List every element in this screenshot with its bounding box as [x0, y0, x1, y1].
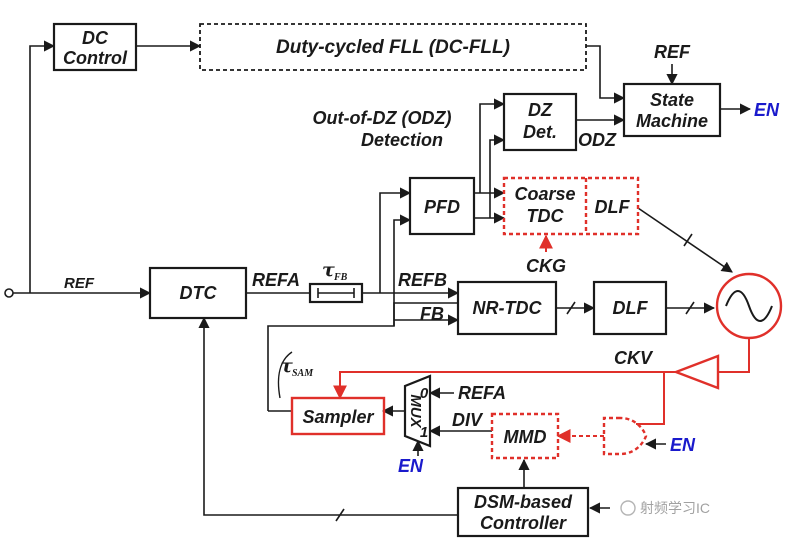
- coarse-tdc-label-1: Coarse: [514, 184, 575, 204]
- pfd-block: PFD: [408, 176, 476, 236]
- ckv-buffer: [672, 354, 720, 390]
- odz-detection-label-1: Out-of-DZ (ODZ): [313, 108, 452, 128]
- ref-input-terminal: [4, 288, 14, 298]
- dlf-bottom-block: DLF: [592, 280, 668, 336]
- dz-det-label-2: Det.: [523, 122, 557, 142]
- nr-tdc-block: NR-TDC: [456, 280, 558, 336]
- dtc-block: DTC: [148, 266, 248, 320]
- coarse-tdc-dlf-block: Coarse TDC DLF: [502, 176, 640, 236]
- mux-input-0: 0: [420, 385, 429, 402]
- tau-fb-subscript: FB: [333, 272, 348, 283]
- dlf-bottom-label: DLF: [613, 298, 649, 318]
- and-gate: [602, 416, 648, 456]
- ckg-label: CKG: [526, 256, 566, 276]
- dc-fll-block: Duty-cycled FLL (DC-FLL): [199, 23, 587, 71]
- state-machine-label-1: State: [650, 90, 694, 110]
- mmd-block: MMD: [490, 412, 560, 460]
- dsm-controller-label-1: DSM-based: [474, 492, 573, 512]
- state-machine-en-label: EN: [754, 100, 780, 120]
- refb-label: REFB: [398, 270, 447, 290]
- odz-detection-label-2: Detection: [361, 130, 443, 150]
- nr-tdc-label: NR-TDC: [473, 298, 543, 318]
- wechat-icon: [620, 500, 636, 516]
- tau-sam-symbol: τ: [280, 355, 293, 377]
- refa-mux-label: REFA: [458, 383, 506, 403]
- dz-det-label-1: DZ: [528, 100, 553, 120]
- dc-control-label-1: DC: [82, 28, 109, 48]
- state-machine-ref-label: REF: [654, 42, 691, 62]
- mux-input-1: 1: [420, 424, 428, 441]
- red-wires: [333, 234, 750, 443]
- tau-fb-symbol: τ: [322, 259, 335, 281]
- mux-en-label: EN: [398, 456, 424, 476]
- dc-control-label-2: Control: [63, 48, 128, 68]
- pfd-label: PFD: [424, 197, 460, 217]
- watermark: 射频学习IC: [620, 500, 710, 516]
- state-machine-block: State Machine: [622, 82, 722, 138]
- sampler-label: Sampler: [302, 407, 374, 427]
- div-label: DIV: [452, 410, 484, 430]
- gate-en-label: EN: [670, 435, 696, 455]
- mmd-label: MMD: [504, 427, 547, 447]
- watermark-text: 射频学习IC: [640, 500, 710, 516]
- state-machine-label-2: Machine: [636, 111, 708, 131]
- mux-block: MUX 0 1: [403, 374, 432, 448]
- tau-sam-label: τ SAM: [277, 351, 314, 399]
- ref-input-label: REF: [64, 275, 95, 292]
- dc-fll-label: Duty-cycled FLL (DC-FLL): [276, 37, 510, 58]
- mux-label: MUX: [407, 394, 424, 428]
- tau-fb-delay: τ FB: [308, 259, 364, 304]
- dsm-controller-label-2: Controller: [480, 513, 567, 533]
- sampler-block: Sampler: [290, 396, 386, 436]
- dtc-label: DTC: [180, 283, 218, 303]
- ckv-label: CKV: [614, 348, 654, 368]
- tau-sam-subscript: SAM: [292, 368, 314, 379]
- wires: [4, 40, 752, 522]
- dsm-controller-block: DSM-based Controller: [456, 486, 590, 538]
- dc-control-block: DC Control: [52, 22, 138, 72]
- fb-label: FB: [420, 304, 444, 324]
- dlf-top-label: DLF: [595, 197, 631, 217]
- odz-label: ODZ: [578, 130, 617, 150]
- coarse-tdc-label-2: TDC: [527, 206, 565, 226]
- refa-label: REFA: [252, 270, 300, 290]
- oscillator: [715, 272, 783, 340]
- dz-det-block: DZ Det.: [502, 92, 578, 152]
